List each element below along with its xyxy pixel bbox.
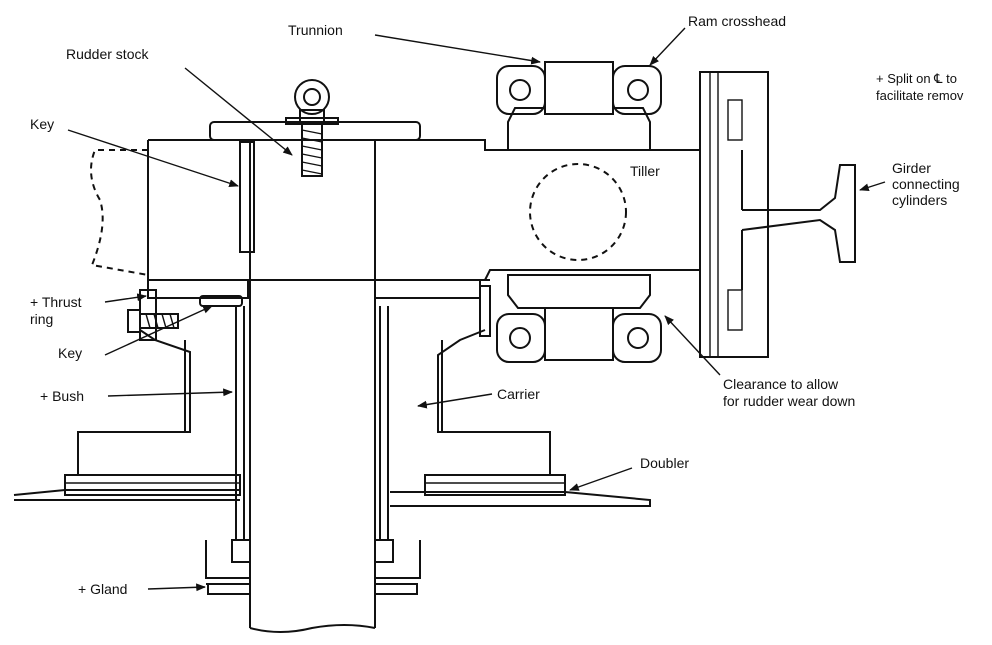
label-clearance-line2: for rudder wear down: [723, 393, 855, 409]
trunnion-upper: [496, 61, 662, 151]
label-thrust-ring-line1: + Thrust: [30, 294, 82, 310]
label-thrust-ring-line2: ring: [30, 311, 53, 327]
label-gland: + Gland: [78, 581, 127, 597]
label-split-note-line1: + Split on ℄ to: [876, 71, 957, 86]
label-girder-line2: connecting: [892, 176, 960, 192]
label-girder-line3: cylinders: [892, 192, 947, 208]
tiller-boss: [90, 79, 701, 281]
label-rudder-stock: Rudder stock: [66, 46, 149, 62]
gland: [205, 539, 421, 595]
doubler-plate: [64, 474, 566, 496]
thrust-ring: [127, 279, 491, 341]
ram-crosshead-frame: [699, 71, 769, 358]
bush: [235, 306, 389, 540]
girder: [741, 164, 856, 263]
label-trunnion: Trunnion: [288, 22, 343, 38]
label-ram-crosshead: Ram crosshead: [688, 13, 786, 29]
label-bush: + Bush: [40, 388, 84, 404]
deck-plate: [13, 489, 651, 507]
trunnion-lower: [496, 274, 662, 363]
label-carrier: Carrier: [497, 386, 540, 402]
label-key-lower: Key: [58, 345, 82, 361]
carrier-body: [77, 329, 551, 475]
label-clearance-line1: Clearance to allow: [723, 376, 839, 392]
label-tiller: Tiller: [630, 163, 660, 179]
label-girder-line1: Girder: [892, 160, 931, 176]
label-doubler: Doubler: [640, 455, 689, 471]
label-split-note-line2: facilitate remov: [876, 88, 964, 103]
label-key-top: Key: [30, 116, 54, 132]
tiller-bore: [529, 163, 627, 261]
leader-lines: [67, 27, 886, 592]
rudder-stock-shaft: [249, 140, 376, 633]
